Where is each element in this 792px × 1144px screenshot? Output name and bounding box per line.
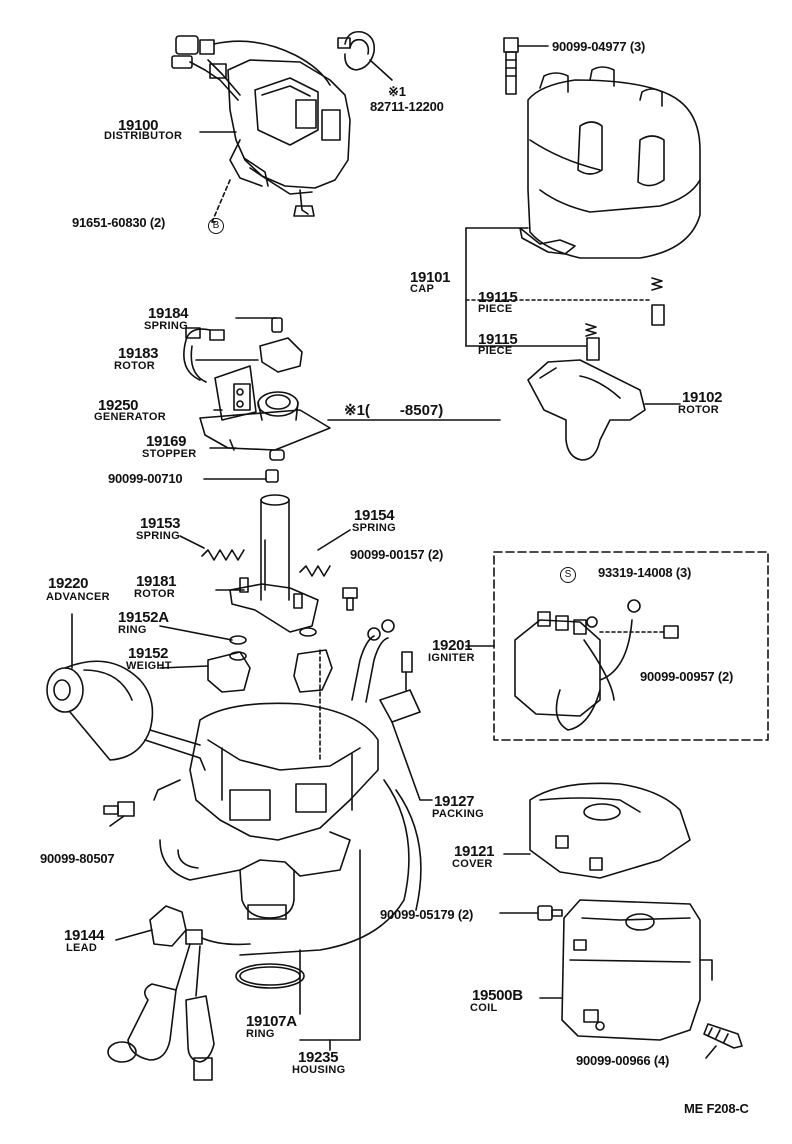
part-19153-number: 19153 [140,515,181,532]
screw-80507 [103,801,135,827]
part-19152a-name: RING [118,624,147,636]
part-19201-number: 19201 [432,637,473,654]
part-19100-name: DISTRIBUTOR [104,130,183,142]
screw-00157 [342,587,358,611]
part-90099-80507: 90099-80507 [40,851,115,866]
part-19500b-name: COIL [470,1002,498,1014]
part-19107a-name: RING [246,1028,275,1040]
packing-wires [319,619,433,801]
part-19183-name: ROTOR [114,360,156,372]
igniter-box [465,551,769,741]
part-19153-name: SPRING [136,530,180,542]
ignition-coil [539,899,713,1041]
part-19169-number: 19169 [146,433,187,450]
part-19102-name: ROTOR [678,404,720,416]
cap-bolt [503,37,549,95]
part-19235-name: HOUSING [292,1064,346,1076]
part-93319-number: 93319-14008 (3) [598,565,692,580]
part-19169-name: STOPPER [142,448,197,460]
igniter-cover [503,782,691,879]
weights [207,627,333,693]
part-90099-04977: 90099-04977 (3) [552,39,646,54]
part-91651-number: 91651-60830 (2) [72,215,166,230]
part-90099-00957: 90099-00957 (2) [640,669,734,684]
part-19144-name: LEAD [66,942,98,954]
distributor-assembly [171,35,351,217]
part-19152a-number: 19152A [118,609,169,626]
reference-code: ME F208-C [684,1101,749,1116]
part-19181-number: 19181 [136,573,177,590]
vacuum-advancer [46,613,206,771]
part-19121-number: 19121 [454,843,495,860]
clamp-part [337,30,393,81]
part-19154-number: 19154 [354,507,395,524]
part-19250-name: GENERATOR [94,411,166,423]
part-19500b-number: 19500B [472,987,523,1004]
part-19250-number: 19250 [98,397,139,414]
part-19184-number: 19184 [148,305,189,322]
part-19115a-name: PIECE [478,303,513,315]
part-90099-00966: 90099-00966 (4) [576,1053,670,1068]
part-19107a-number: 19107A [246,1013,297,1030]
generator-assembly [183,317,331,483]
s-mark-icon: S [560,567,576,583]
part-90099-00157: 90099-00157 (2) [350,547,444,562]
b-mark-icon: B [208,218,224,234]
part-19144-number: 19144 [64,927,105,944]
bolt-00966 [703,1023,743,1059]
part-90099-00710: 90099-00710 [108,471,183,486]
part-19152-name: WEIGHT [126,660,172,672]
part-19184-name: SPRING [144,320,188,332]
cap-piece-springs [585,277,665,361]
distributor-cap [519,66,701,259]
part-19154-name: SPRING [352,522,396,534]
advance-springs [179,529,351,577]
part-19183-number: 19183 [118,345,159,362]
part-19115b-name: PIECE [478,345,513,357]
screw-05179 [499,905,563,921]
part-19220-number: 19220 [48,575,89,592]
part-19121-name: COVER [452,858,493,870]
production-note: ※1( -8507) [344,402,444,419]
part-82711-mark: ※1 [388,84,406,99]
shaft-rotor [229,494,319,633]
rotor-19102 [527,359,681,461]
part-19127-number: 19127 [434,793,475,810]
part-19235-number: 19235 [298,1049,339,1066]
part-19115b-number: 19115 [478,331,518,348]
part-19100-number: 19100 [118,117,159,134]
distributor-housing [153,702,422,1041]
part-19181-name: ROTOR [134,588,176,600]
part-19101-number: 19101 [410,269,451,286]
part-19102-number: 19102 [682,389,723,406]
o-ring [235,963,305,989]
part-19152-number: 19152 [128,645,169,662]
part-91651-mark: B [208,216,224,234]
part-19201-name: IGNITER [428,652,475,664]
part-19127-name: PACKING [432,808,485,820]
part-19220-name: ADVANCER [46,591,110,603]
lead-wire [107,905,251,1081]
part-82711-number: 82711-12200 [370,99,444,114]
part-19115a-number: 19115 [478,289,518,306]
part-90099-05179: 90099-05179 (2) [380,907,474,922]
part-19101-name: CAP [410,283,435,295]
part-93319-mark: S [560,565,576,583]
